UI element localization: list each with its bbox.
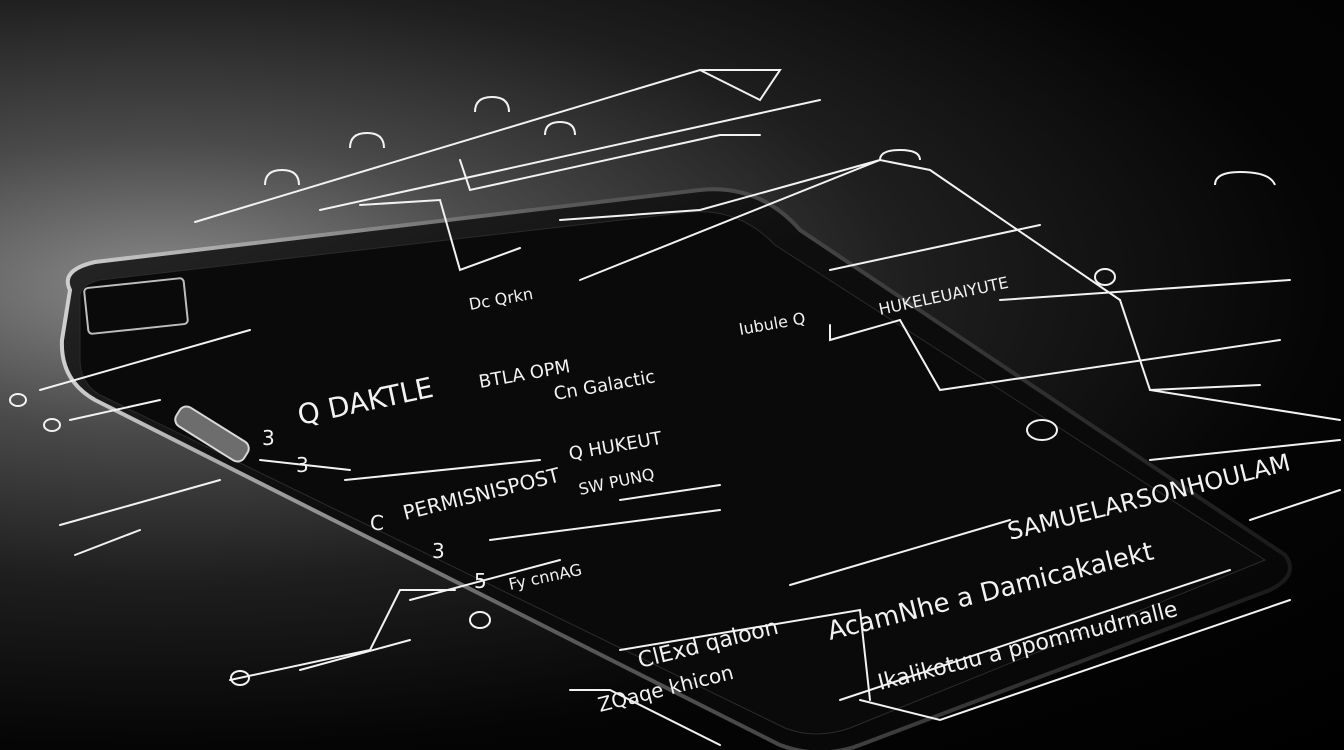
wireframe-lines: [39, 69, 1341, 746]
side-button: [174, 405, 250, 463]
label: 3: [296, 453, 309, 477]
label: C: [370, 511, 384, 535]
camera-module: [83, 277, 189, 335]
label: 3: [432, 539, 445, 563]
wireframe-nodes: [9, 95, 1276, 686]
label: 3: [262, 426, 275, 450]
label: 5: [474, 569, 487, 593]
phone: [59, 187, 1292, 750]
label: HUKELEUAIYUTE: [877, 273, 1010, 319]
